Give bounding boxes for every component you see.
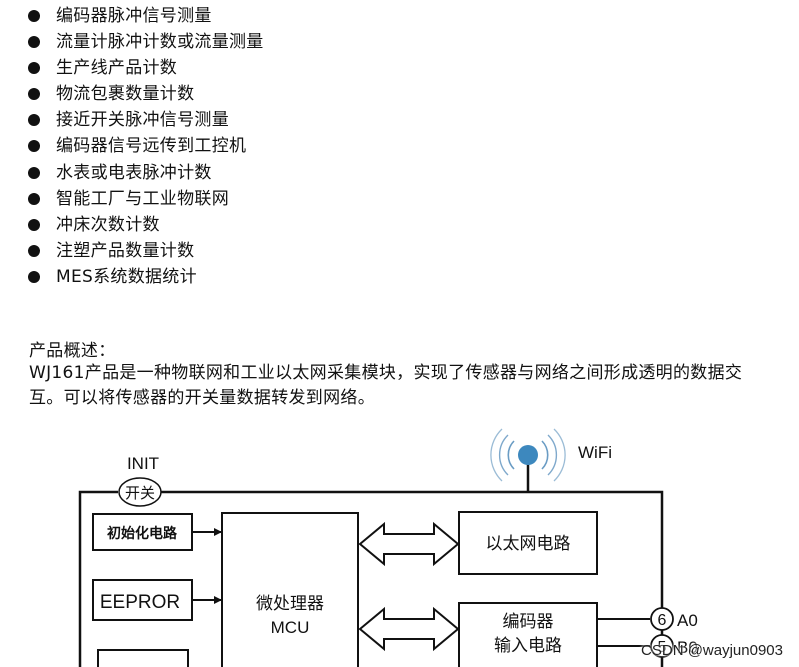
list-item: 智能工厂与工业物联网 [28,186,264,212]
switch-label: 开关 [125,484,155,502]
pin-a0-circle [650,607,674,631]
list-item: 水表或电表脉冲计数 [28,160,264,186]
bullet-icon [28,218,40,231]
ethernet-label: 以太网电路 [486,534,571,554]
bullet-icon [28,192,40,205]
init-circuit-label: 初始化电路 [107,525,178,542]
application-list: 编码器脉冲信号测量 流量计脉冲计数或流量测量 生产线产品计数 物流包裹数量计数 … [28,3,264,290]
list-item: 接近开关脉冲信号测量 [28,107,264,133]
watermark: CSDN @wayjun0903 [641,642,783,659]
init-circuit-box [92,513,193,551]
init-label: INIT [127,454,159,473]
mcu-label: 微处理器 [256,594,324,614]
encoder-input-box [458,602,598,667]
list-item: 流量计脉冲计数或流量测量 [28,29,264,55]
bullet-icon [28,244,40,257]
mcu-box [221,512,359,667]
pin-b0-label: B0 [677,638,698,657]
mcu-encoder-arrow [358,606,460,652]
eeprom-box [92,579,193,621]
list-item: 生产线产品计数 [28,55,264,81]
mcu-ethernet-arrow [358,521,460,567]
list-item: 编码器信号远传到工控机 [28,133,264,159]
bullet-icon [28,114,40,127]
eeprom-label: EEPROR [100,592,180,613]
list-item: 编码器脉冲信号测量 [28,3,264,29]
encoder-sublabel: 输入电路 [494,636,562,656]
init-switch [118,477,162,507]
pin-b0-circle [650,634,674,658]
overview-paragraph: WJ161产品是一种物联网和工业以太网采集模块，实现了传感器与网络之间形成透明的… [29,363,743,408]
wifi-antenna-icon [490,428,566,492]
ethernet-box [458,511,598,575]
bullet-icon [28,62,40,75]
partial-box [97,649,189,667]
block-diagram: INIT 开关 WiFi 初始化电路 EEPROR 微处理器 MCU 以太网电路… [78,428,698,667]
bullet-icon [28,36,40,49]
bullet-icon [28,270,40,283]
pin-b0-number: 5 [658,639,667,656]
overview-heading: 产品概述： [29,341,116,361]
bullet-icon [28,166,40,179]
bullet-icon [28,10,40,22]
encoder-label: 编码器 [503,612,554,632]
list-item: 注塑产品数量计数 [28,238,264,264]
list-item: 冲床次数计数 [28,212,264,238]
wifi-label: WiFi [578,443,612,462]
list-item: MES系统数据统计 [28,264,264,290]
pin-a0-label: A0 [677,611,698,630]
pin-a0-number: 6 [658,612,667,629]
list-item: 物流包裹数量计数 [28,81,264,107]
bullet-icon [28,88,40,101]
mcu-sublabel: MCU [271,618,310,637]
bullet-icon [28,140,40,153]
